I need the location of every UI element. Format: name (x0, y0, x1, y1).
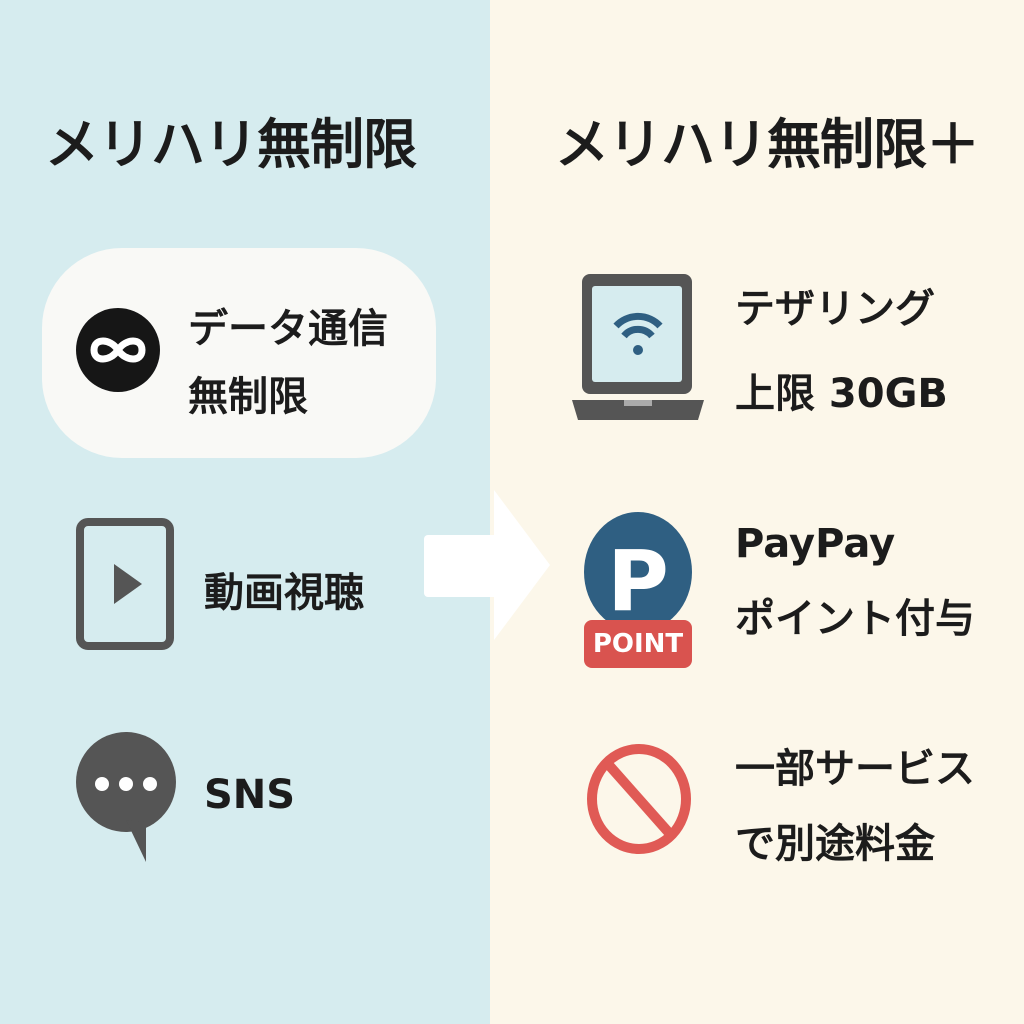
data-unlimited-line2: 無制限 (188, 374, 308, 420)
paypay-line1: PayPay (735, 521, 896, 567)
sns-label: SNS (204, 772, 296, 818)
infinity-icon (76, 308, 160, 392)
tethering-line1: テザリング (735, 286, 935, 332)
prohibited-icon (587, 744, 691, 854)
paypay-line2: ポイント付与 (735, 596, 975, 642)
left-title: メリハリ無制限 (45, 113, 417, 176)
left-panel: メリハリ無制限 データ通信 無制限 動画視聴 SNS (0, 0, 490, 1024)
extra-charge-line2: で別途料金 (735, 821, 935, 867)
chat-bubble-icon (76, 732, 176, 862)
paypay-point-icon: P (584, 512, 692, 668)
data-unlimited-line1: データ通信 (188, 306, 388, 352)
right-title: メリハリ無制限＋ (555, 113, 980, 176)
video-play-icon (76, 518, 174, 650)
svg-text:P: P (607, 532, 669, 630)
tethering-line2: 上限 30GB (735, 371, 948, 417)
right-panel: メリハリ無制限＋ テザリング 上限 30GB P POINT PayPay ポイ… (490, 0, 1024, 1024)
laptop-wifi-icon (572, 274, 704, 420)
arrow-right-icon (424, 490, 550, 640)
extra-charge-line1: 一部サービス (735, 746, 975, 792)
video-label: 動画視聴 (204, 570, 364, 616)
point-badge: POINT (592, 629, 684, 659)
